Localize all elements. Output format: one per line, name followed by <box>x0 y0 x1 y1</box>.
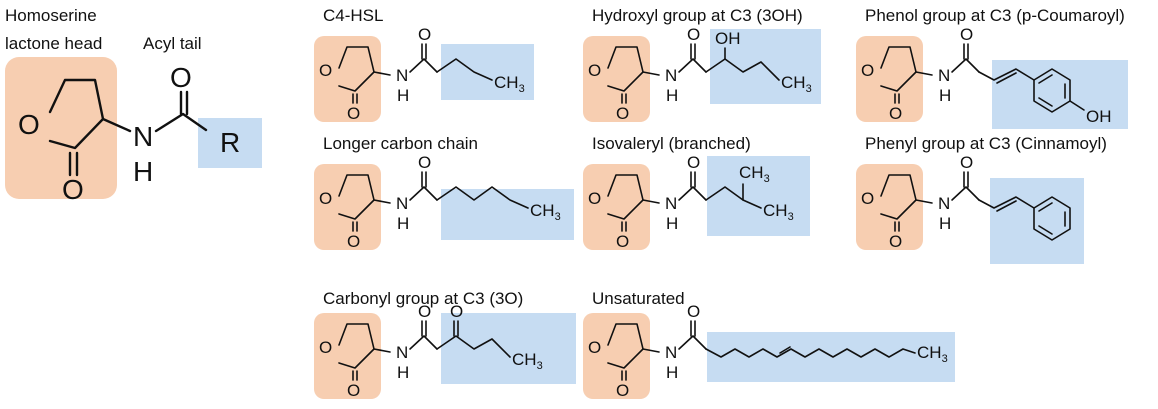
variant-label: Phenol group at C3 (p-Coumaroyl) <box>865 6 1125 25</box>
alkene-double-bond <box>996 200 1017 212</box>
lactone-head-box <box>583 36 650 122</box>
variant-cinnamoyl: Phenyl group at C3 (Cinnamoyl) <box>856 134 1107 264</box>
variant-label: Carbonyl group at C3 (3O) <box>323 289 523 308</box>
generic-bonds <box>48 78 208 177</box>
variant-label: C4-HSL <box>323 6 383 25</box>
lactone-head-box <box>5 57 117 199</box>
acyl-tail-box <box>990 178 1084 264</box>
keto-oxygen: O <box>450 302 463 321</box>
acyl-chain <box>705 348 916 358</box>
methyl-group: CH3 <box>917 343 948 365</box>
lactone-head-box <box>856 36 923 122</box>
acyl-chain <box>436 58 493 81</box>
acyl-chain <box>705 186 762 209</box>
acyl-chain <box>705 58 780 81</box>
lactone-head-box <box>314 36 381 122</box>
phenol-bond <box>1069 100 1085 111</box>
generic-ahl-structure: Homoserine lactone head Acyl tail O O N … <box>5 6 262 205</box>
variant-label: Unsaturated <box>592 289 685 308</box>
methyl-group: CH3 <box>494 73 525 95</box>
variant-p-coumaroyl: Phenol group at C3 (p-Coumaroyl) OH <box>856 6 1128 129</box>
variant-3oh: Hydroxyl group at C3 (3OH) OH CH3 <box>583 6 821 124</box>
amide-nitrogen: N <box>133 121 153 152</box>
acyl-tail-box <box>441 313 576 384</box>
lactone-head-box <box>583 313 650 399</box>
tail-label: Acyl tail <box>143 34 202 53</box>
aromatic-bond <box>1038 202 1053 212</box>
methyl-group: CH3 <box>512 350 543 372</box>
lactone-head-box <box>314 164 381 250</box>
branch-methyl-group: CH3 <box>739 163 770 185</box>
carbonyl-oxygen: O <box>62 174 84 205</box>
acyl-chain <box>978 68 1035 81</box>
lactone-head-box <box>583 164 650 250</box>
variant-3o: Carbonyl group at C3 (3O) O CH3 <box>314 289 576 401</box>
acyl-tail-box <box>198 118 262 168</box>
aromatic-bond <box>1038 97 1053 107</box>
acyl-tail-box <box>441 44 534 100</box>
lactone-head-box <box>314 313 381 399</box>
variant-label: Longer carbon chain <box>323 134 478 153</box>
methyl-group: CH3 <box>763 201 794 223</box>
head-label-line1: Homoserine <box>5 6 97 25</box>
head-label-line2: lactone head <box>5 34 102 53</box>
variant-isovaleryl: Isovaleryl (branched) CH3 CH3 <box>583 134 810 252</box>
variant-label: Isovaleryl (branched) <box>592 134 751 153</box>
alkene-double-bond <box>996 72 1017 84</box>
variant-longer-chain: Longer carbon chain CH3 <box>314 134 574 252</box>
variant-c4-hsl: C4-HSL CH3 <box>314 6 534 124</box>
phenol-hydroxyl: OH <box>1086 107 1112 126</box>
amide-oxygen: O <box>170 62 192 93</box>
aromatic-bond <box>1038 225 1053 235</box>
acyl-tail-box <box>707 156 810 236</box>
amide-hydrogen: H <box>133 156 153 187</box>
acyl-tail-box <box>992 60 1128 129</box>
variant-unsaturated: Unsaturated CH3 <box>583 289 955 401</box>
ring-oxygen: O <box>18 109 40 140</box>
benzene-ring <box>1033 196 1071 241</box>
methyl-group: CH3 <box>781 73 812 95</box>
cis-double-bond <box>779 346 791 354</box>
aromatic-bond <box>1038 74 1053 84</box>
hydroxyl-group: OH <box>715 29 741 48</box>
variant-label: Hydroxyl group at C3 (3OH) <box>592 6 803 25</box>
lactone-head-box <box>856 164 923 250</box>
acyl-chain <box>436 186 529 209</box>
r-group: R <box>220 127 240 158</box>
methyl-group: CH3 <box>530 201 561 223</box>
acyl-chain <box>978 196 1035 209</box>
acyl-chain <box>436 335 511 358</box>
variant-label: Phenyl group at C3 (Cinnamoyl) <box>865 134 1107 153</box>
